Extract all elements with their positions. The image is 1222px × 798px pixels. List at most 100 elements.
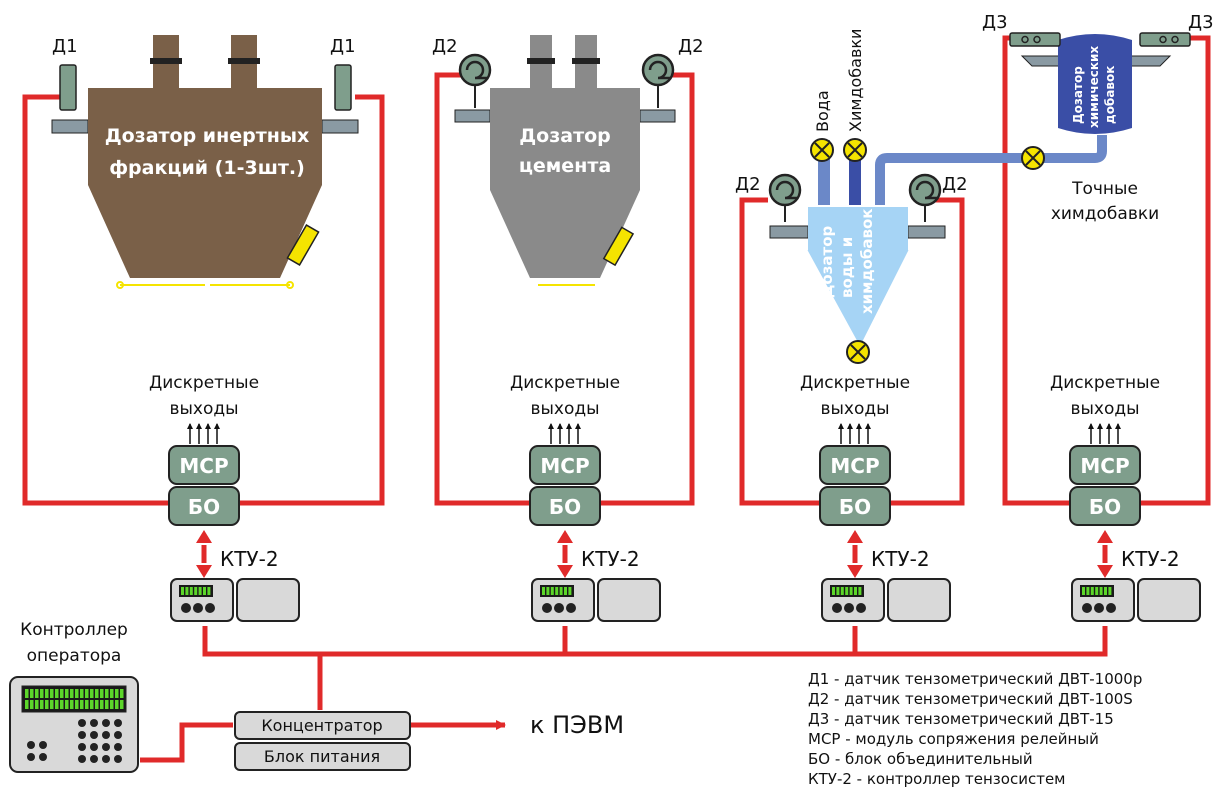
operator-key — [90, 743, 98, 751]
ktu-button — [181, 603, 191, 613]
operator-lcd-segment — [70, 700, 74, 709]
mcr-module — [819, 445, 891, 485]
ktu-display-segment — [836, 587, 840, 595]
mcr-module — [529, 445, 601, 485]
discrete-outputs-line1: Дискретные — [149, 373, 259, 393]
operator-key — [102, 743, 110, 751]
concentrator-block — [234, 711, 411, 771]
operator-key — [78, 731, 86, 739]
operator-key — [114, 743, 122, 751]
operator-lcd-segment — [50, 700, 54, 709]
ktu-display-segment — [1108, 587, 1112, 595]
ktu-display-segment — [546, 587, 550, 595]
operator-key — [102, 755, 110, 763]
operator-lcd-segment — [60, 700, 64, 709]
inert-title-line2: фракций (1-3шт.) — [109, 157, 305, 179]
bo-module — [819, 486, 891, 526]
operator-lcd-segment — [40, 700, 44, 709]
ktu-display-segment — [198, 587, 202, 595]
water-title-line3: химдобавок — [858, 209, 876, 314]
discrete-outputs-line1: Дискретные — [1050, 373, 1160, 393]
legend-item: КТУ-2 - контроллер тензосистем — [808, 770, 1065, 788]
power-supply-label: Блок питания — [264, 747, 380, 766]
mcr-label: МСР — [540, 454, 589, 478]
legend-item: БО - блок объединительный — [808, 750, 1033, 768]
legend-item: Д2 - датчик тензометрический ДВТ-100S — [808, 690, 1133, 708]
operator-lcd-segment — [115, 700, 119, 709]
ktu-label: КТУ-2 — [1121, 547, 1180, 571]
operator-lcd-segment — [55, 700, 59, 709]
ktu-label: КТУ-2 — [581, 547, 640, 571]
chem-d3-left-label: Д3 — [982, 12, 1008, 33]
operator-lcd-segment — [85, 689, 89, 698]
operator-key — [78, 743, 86, 751]
ktu-display-segment — [1090, 587, 1094, 595]
operator-lcd-segment — [95, 689, 99, 698]
link-arrow-down — [847, 565, 863, 578]
operator-label-line2: оператора — [27, 646, 122, 666]
cement-d2-right-label: Д2 — [678, 36, 704, 57]
operator-lcd-segment — [35, 700, 39, 709]
mcr-label: МСР — [179, 454, 228, 478]
link-arrow-down — [196, 565, 212, 578]
cement-title-line2: цемента — [519, 155, 611, 177]
ktu-device-panel — [597, 578, 661, 622]
chem-title-line1: Дозатор — [1071, 66, 1085, 124]
discrete-outputs-line2: выходы — [1070, 399, 1139, 419]
chem-doser — [1009, 32, 1191, 170]
operator-key — [114, 719, 122, 727]
operator-lcd-segment — [75, 700, 79, 709]
link-arrow-up — [847, 530, 863, 543]
inert-doser — [51, 35, 359, 289]
bo-label: БО — [188, 495, 220, 519]
mcr-module — [168, 445, 240, 485]
ktu-display-segment — [1095, 587, 1099, 595]
chem-title-line2: химических — [1087, 46, 1101, 128]
operator-key — [78, 755, 86, 763]
ktu-display-segment — [542, 587, 545, 595]
operator-lcd-segment — [110, 689, 114, 698]
ktu-display-segment — [832, 587, 835, 595]
operator-lcd-segment — [85, 700, 89, 709]
operator-key — [90, 731, 98, 739]
ktu-display-segment — [194, 587, 198, 595]
ktu-display-segment — [207, 587, 211, 595]
discrete-outputs-line1: Дискретные — [510, 373, 620, 393]
operator-key — [90, 755, 98, 763]
chem-d3-right-label: Д3 — [1188, 12, 1214, 33]
operator-lcd-segment — [30, 689, 34, 698]
ktu-display-segment — [1086, 587, 1090, 595]
cement-title-line1: Дозатор — [519, 125, 611, 147]
operator-key — [102, 731, 110, 739]
ktu-button — [1082, 603, 1092, 613]
discrete-outputs-line2: выходы — [530, 399, 599, 419]
operator-lcd-segment — [65, 700, 69, 709]
bo-label: БО — [549, 495, 581, 519]
mcr-label: МСР — [1080, 454, 1129, 478]
ktu-display-segment — [181, 587, 184, 595]
operator-lcd-segment — [50, 689, 54, 698]
inert-d1-left-label: Д1 — [52, 36, 78, 57]
operator-lcd-segment — [30, 700, 34, 709]
operator-lcd-segment — [35, 689, 39, 698]
operator-lcd-segment — [100, 700, 104, 709]
link-arrow-up — [557, 530, 573, 543]
operator-lcd-segment — [100, 689, 104, 698]
chem-title-line3: добавок — [1103, 66, 1117, 124]
ktu-button — [1106, 603, 1116, 613]
operator-key — [90, 719, 98, 727]
bo-module — [1069, 486, 1141, 526]
link-arrow-up — [196, 530, 212, 543]
ktu-button — [542, 603, 552, 613]
mcr-label: МСР — [830, 454, 879, 478]
ktu-button — [205, 603, 215, 613]
operator-lcd-segment — [25, 689, 29, 698]
operator-lcd-segment — [40, 689, 44, 698]
operator-lcd-segment — [110, 700, 114, 709]
ktu-display-segment — [849, 587, 853, 595]
operator-key — [114, 731, 122, 739]
